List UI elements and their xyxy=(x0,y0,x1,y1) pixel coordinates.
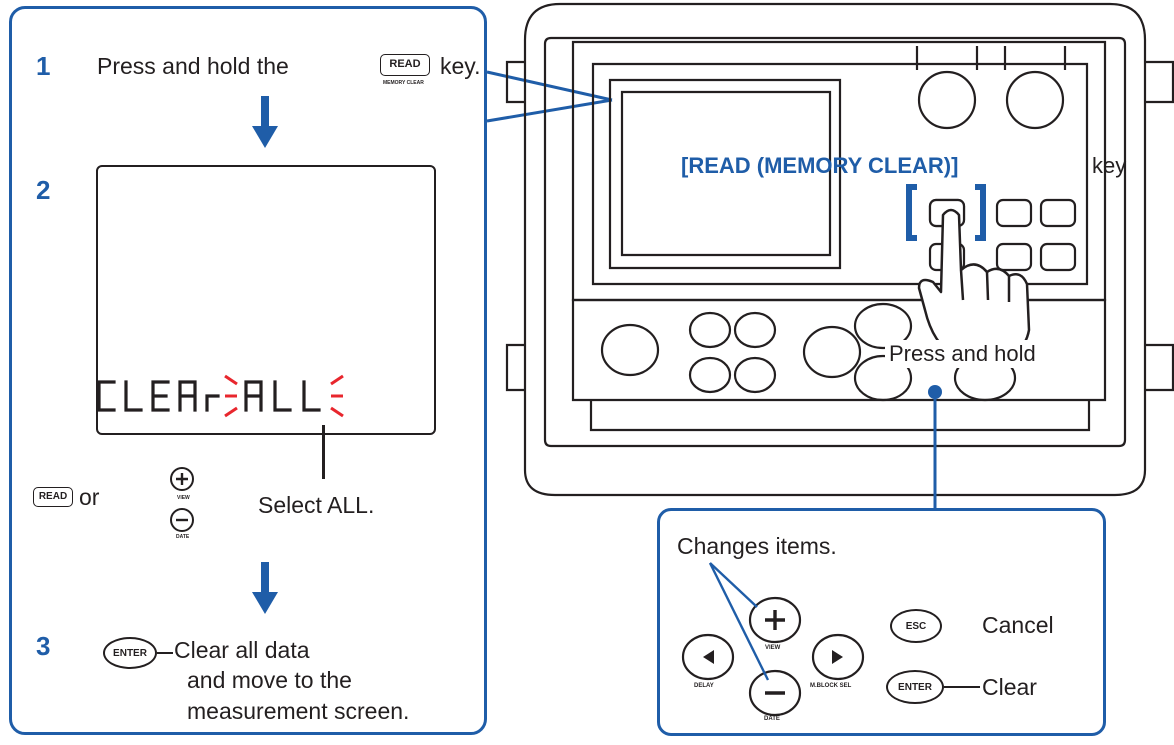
step-1-text-post: key. xyxy=(440,53,481,79)
esc-key-icon: ESC xyxy=(890,609,942,643)
lcd-clear-text xyxy=(97,380,220,412)
read-memory-clear-key-label: [READ (MEMORY CLEAR)] xyxy=(681,153,959,178)
view-caption-small: VIEW xyxy=(177,495,190,501)
read-key-small-icon: READ xyxy=(33,487,73,507)
procedure-panel xyxy=(9,6,487,735)
step-3-line-2: and move to the xyxy=(187,667,352,693)
or-text: or xyxy=(79,484,100,510)
memory-clear-caption: MEMORY CLEAR xyxy=(383,80,424,86)
step-2-number: 2 xyxy=(36,175,51,205)
device-callout-pointer xyxy=(928,385,942,510)
enter-connector xyxy=(157,652,173,654)
enter-key-legend-icon: ENTER xyxy=(886,670,944,704)
delay-caption: DELAY xyxy=(694,683,714,689)
step-3-number: 3 xyxy=(36,631,51,661)
step-3-line-3: measurement screen. xyxy=(187,698,410,724)
press-and-hold-label: Press and hold xyxy=(885,340,1040,368)
date-caption-small: DATE xyxy=(176,534,190,540)
mblock-sel-caption: M.BLOCK SEL xyxy=(810,683,852,689)
view-caption: VIEW xyxy=(765,645,781,651)
down-arrow-icon xyxy=(252,96,278,148)
clear-connector xyxy=(944,686,980,688)
select-all-caption: Select ALL. xyxy=(258,492,375,518)
date-caption: DATE xyxy=(764,716,780,722)
instrument-illustration xyxy=(505,2,1174,497)
step-1-number: 1 xyxy=(36,51,51,81)
enter-key-icon: ENTER xyxy=(103,637,157,669)
plus-minus-keys-icon xyxy=(170,467,194,532)
lcd-all-text xyxy=(224,374,344,418)
cancel-label: Cancel xyxy=(982,612,1054,638)
key-suffix-label: key xyxy=(1092,153,1127,178)
arrow-keys-diagram xyxy=(681,562,865,717)
step-3-line-1: Clear all data xyxy=(174,637,310,663)
clear-label: Clear xyxy=(982,674,1037,700)
step-1-text-pre: Press and hold the xyxy=(97,53,289,79)
key-legend-callout xyxy=(657,508,1106,736)
read-key-icon: READ xyxy=(380,54,430,76)
select-pointer-line xyxy=(322,425,325,479)
down-arrow-icon xyxy=(252,562,278,614)
changes-items-label: Changes items. xyxy=(677,533,837,559)
